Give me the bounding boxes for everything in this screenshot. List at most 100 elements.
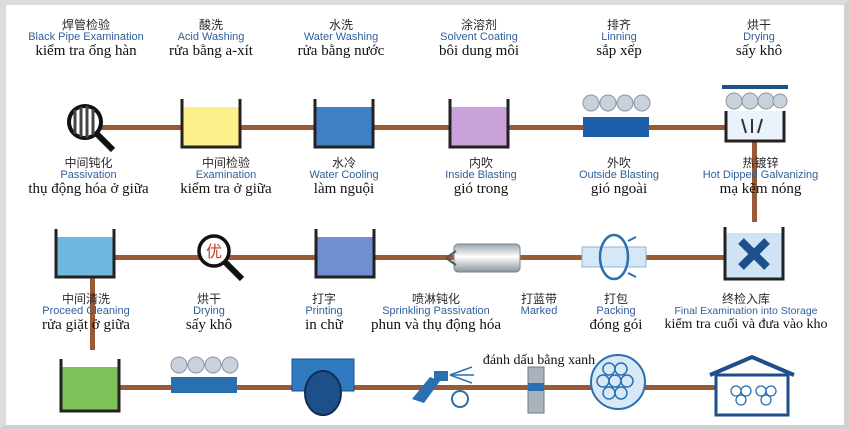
step-vi-label: gió ngoài: [590, 181, 648, 198]
step-cn-label: 焊管检验: [61, 18, 110, 32]
step-vi-label: in chữ: [305, 317, 343, 334]
step-vi-label: sấy khô: [735, 43, 783, 60]
step-vi-label: kiểm tra ở giữa: [180, 181, 272, 198]
pipe-right-connector: [752, 130, 757, 222]
step-vi-label: làm nguội: [313, 181, 375, 198]
pipe-row-2: [84, 255, 764, 260]
water-tank-icon: [313, 99, 375, 149]
spray-gun-icon: [412, 366, 474, 408]
step-vi-label: thụ động hóa ở giữa: [28, 181, 149, 198]
drying-rack-icon: [170, 356, 239, 393]
step-cn-label: 水冷: [331, 156, 356, 170]
dryer-icon: [722, 85, 788, 143]
step-examination-mid: 中间检验 Examination kiểm tra ở giữa: [161, 157, 291, 198]
step-final-examination: 终检入库 Final Examination into Storage kiểm…: [646, 293, 846, 332]
marker-band-icon: [527, 366, 545, 414]
step-vi-label: rửa bằng nước: [297, 43, 385, 60]
step-cn-label: 打包: [603, 292, 628, 306]
step-passivation: 中间钝化 Passivation thụ động hóa ở giữa: [11, 157, 166, 198]
step-cn-label: 中间检验: [201, 156, 250, 170]
step-cn-label: 打蓝带: [520, 292, 557, 306]
cleaning-tank-icon: [59, 359, 121, 413]
step-en-label: Water Cooling: [309, 168, 379, 181]
step-cn-label: 中间钝化: [64, 156, 113, 170]
step-cn-label: 热镀锌: [742, 156, 779, 170]
step-cn-label: 中间清洗: [61, 292, 110, 306]
step-hot-dipped-galvanizing: 热镀锌 Hot Dipped Galvanizing mạ kẽm nóng: [678, 157, 843, 198]
step-en-label: Solvent Coating: [440, 30, 518, 43]
step-vi-label: rửa bằng a-xít: [169, 43, 253, 60]
step-marked: 打蓝带 Marked: [464, 293, 614, 317]
step-drying-bottom: 烘干 Drying sấy khô: [134, 293, 284, 334]
step-cn-label: 排齐: [606, 18, 631, 32]
step-water-washing: 水洗 Water Washing rửa bằng nước: [266, 19, 416, 60]
step-vi-label: sấy khô: [185, 317, 233, 334]
step-cn-label: 烘干: [196, 292, 221, 306]
step-en-label: Acid Washing: [177, 30, 245, 43]
printer-icon: [291, 358, 355, 416]
step-cn-label: 打字: [311, 292, 336, 306]
magnifier-quality-icon: 优: [197, 234, 245, 282]
step-marked-vi: đánh dấu bằng xanh: [464, 353, 614, 369]
step-vi-label: rửa giặt ở giữa: [42, 317, 130, 334]
step-proceed-cleaning: 中间清洗 Proceed Cleaning rửa giặt ở giữa: [16, 293, 156, 334]
pipe-row-3: [84, 385, 724, 390]
step-vi-label: mạ kẽm nóng: [719, 181, 802, 198]
passivation-tank-icon: [54, 229, 116, 279]
step-water-cooling: 水冷 Water Cooling làm nguội: [269, 157, 419, 198]
step-inside-blasting: 内吹 Inside Blasting gió trong: [406, 157, 556, 198]
step-vi-label: kiểm tra cuối và đưa vào kho: [664, 316, 828, 332]
step-cn-label: 涂溶剂: [460, 18, 497, 32]
solvent-tank-icon: [448, 99, 510, 149]
step-en-label: Packing: [596, 304, 636, 317]
step-vi-label: gió trong: [453, 181, 509, 198]
step-en-label: Final Examination into Storage: [674, 304, 818, 317]
step-en-label: Proceed Cleaning: [42, 304, 130, 317]
step-en-label: Marked: [520, 304, 558, 317]
step-cn-label: 烘干: [746, 18, 771, 32]
step-cn-label: 水洗: [328, 18, 353, 32]
step-en-label: Drying: [193, 304, 225, 317]
step-printing: 打字 Printing in chữ: [249, 293, 399, 334]
step-solvent-coating: 涂溶剂 Solvent Coating bôi dung môi: [404, 19, 554, 60]
step-drying-top: 烘干 Drying sấy khô: [684, 19, 834, 60]
step-lining: 排齐 Linning sắp xếp: [544, 19, 694, 60]
step-en-label: Passivation: [60, 168, 117, 181]
step-en-label: Outside Blasting: [578, 168, 660, 181]
step-en-label: Black Pipe Examination: [28, 30, 144, 43]
step-cn-label: 酸洗: [198, 18, 223, 32]
step-en-label: Water Washing: [303, 30, 379, 43]
step-cn-label: 喷淋钝化: [411, 292, 460, 306]
step-vi-label: bôi dung môi: [438, 43, 519, 60]
step-packing: 打包 Packing đóng gói: [546, 293, 686, 334]
step-black-pipe-examination: 焊管检验 Black Pipe Examination kiểm tra ống…: [11, 19, 161, 60]
zinc-bath-icon: [723, 227, 785, 281]
quality-badge: 优: [206, 242, 222, 261]
acid-tank-icon: [180, 99, 242, 149]
cooling-tank-icon: [314, 229, 376, 279]
outside-blast-ring-icon: [581, 233, 647, 281]
step-vi-label: đóng gói: [589, 317, 643, 334]
pipe-row-1: [84, 125, 764, 130]
step-cn-label: 内吹: [468, 156, 493, 170]
step-en-label: Inside Blasting: [445, 168, 517, 181]
step-sprinkling-passivation: 喷淋钝化 Sprinkling Passivation phun và thụ …: [351, 293, 521, 334]
magnifier-pipe-icon: [67, 104, 116, 153]
step-outside-blasting: 外吹 Outside Blasting gió ngoài: [544, 157, 694, 198]
step-vi-label: kiểm tra ống hàn: [35, 43, 137, 60]
pipe-left-connector: [90, 260, 95, 350]
step-acid-washing: 酸洗 Acid Washing rửa bằng a-xít: [136, 19, 286, 60]
step-en-label: Hot Dipped Galvanizing: [702, 168, 819, 181]
bundle-icon: [590, 354, 646, 410]
step-cn-label: 外吹: [606, 156, 631, 170]
warehouse-icon: [709, 354, 795, 417]
step-en-label: Examination: [195, 168, 257, 181]
step-cn-label: 终检入库: [721, 292, 770, 306]
step-vi-label: phun và thụ động hóa: [371, 317, 501, 334]
step-en-label: Printing: [305, 304, 343, 317]
inside-blast-pipe-icon: [445, 243, 521, 273]
step-vi-label: đánh dấu bằng xanh: [482, 353, 596, 368]
step-en-label: Drying: [743, 30, 775, 43]
step-vi-label: sắp xếp: [596, 43, 642, 60]
